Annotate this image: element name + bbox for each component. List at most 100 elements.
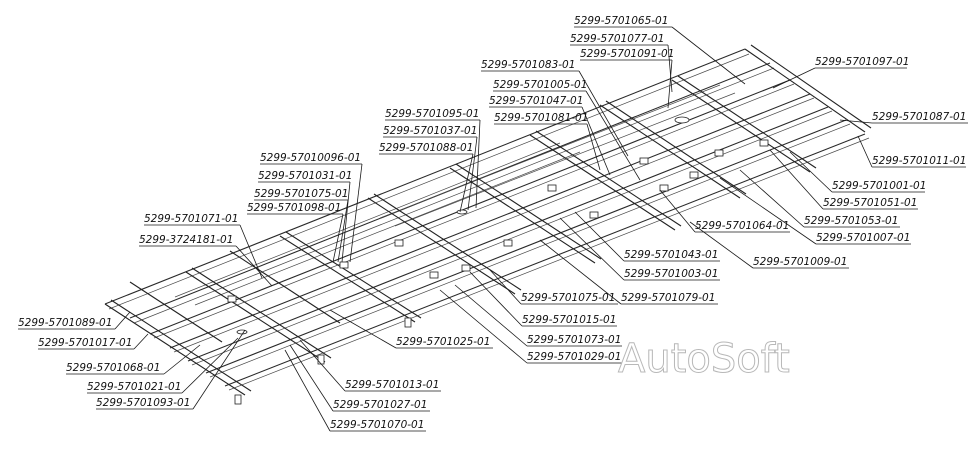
part-label: 5299-5701098-01 [247,202,341,214]
callout: 5299-5701011-01 [857,135,966,168]
part-label: 5299-5701029-01 [527,351,621,363]
part-label: 5299-5701077-01 [570,33,664,45]
callout: 5299-5701081-01 [494,112,601,171]
cross-member [185,267,332,363]
callout: 5299-5701071-01 [144,213,263,279]
part-label: 5299-5701025-01 [396,336,490,348]
part-label: 5299-5701097-01 [815,56,909,68]
callout: 5299-5701075-01 [489,269,618,305]
callout: 5299-5701091-01 [580,48,674,109]
callout: 5299-5701065-01 [574,15,746,85]
callout: 5299-5701070-01 [284,349,426,432]
callout: 5299-5701009-01 [689,221,849,269]
callout: 5299-5701025-01 [329,309,493,349]
callouts: 5299-5701065-01 5299-5701077-01 5299-570… [18,15,968,432]
callout: 5299-5701051-01 [769,149,918,210]
part-label: 5299-5701091-01 [580,48,674,60]
part-label: 5299-5701037-01 [383,125,477,137]
part-label: 5299-57010096-01 [260,152,361,164]
part-label: 5299-5701087-01 [872,111,966,123]
frame-drawing [104,44,872,405]
callout: 5299-5701007-01 [719,177,911,245]
callout: 5299-5701013-01 [299,339,441,392]
part-label: 5299-5701075-01 [254,188,348,200]
part-label: 5299-5701005-01 [493,79,587,91]
callout: 5299-5701047-01 [489,95,611,176]
part-label: 5299-5701047-01 [489,95,583,107]
callout: 5299-5701095-01 [385,108,481,209]
callout: 5299-5701077-01 [570,33,673,93]
part-label: 5299-5701079-01 [621,292,715,304]
part-label: 5299-5701073-01 [527,334,621,346]
callout: 5299-5701003-01 [559,217,720,281]
part-label: 5299-5701007-01 [816,232,910,244]
callout: 5299-5701097-01 [772,56,909,89]
part-label: 5299-5701065-01 [574,15,668,27]
part-label: 5299-5701068-01 [66,362,160,374]
callout: 5299-5701088-01 [379,142,473,213]
longitudinal-beams [104,48,870,391]
part-label: 5299-5701075-01 [521,292,615,304]
callout: 5299-5701017-01 [38,333,149,350]
part-label: 5299-5701031-01 [258,170,352,182]
cross-member [367,193,522,295]
callout: 5299-5701087-01 [839,111,968,124]
cross-member [529,130,682,231]
part-label: 5299-5701071-01 [144,213,238,225]
part-label: 5299-3724181-01 [139,234,233,246]
part-label: 5299-5701081-01 [494,112,588,124]
cross-member [129,281,223,343]
part-label: 5299-5701064-01 [695,220,789,232]
part-label: 5299-5701070-01 [330,419,424,431]
callout: 5299-5701089-01 [18,311,131,330]
callout: 5299-5701083-01 [481,59,629,157]
part-label: 5299-5701027-01 [333,399,427,411]
cross-member [449,163,602,264]
cross-member [104,299,252,396]
callout: 5299-5701015-01 [469,271,617,327]
cross-member [279,231,422,323]
cross-member [671,75,817,173]
callout: 5299-5701029-01 [439,289,622,364]
callout: 5299-5701093-01 [96,329,246,410]
part-label: 5299-5701009-01 [753,256,847,268]
callout: 5299-5701027-01 [289,344,430,412]
brackets [227,116,769,405]
cross-members [104,44,872,396]
callout: 5299-5701037-01 [383,125,477,211]
callout: 5299-5701001-01 [789,151,926,193]
part-label: 5299-5701083-01 [481,59,575,71]
callout: 5299-5701021-01 [87,337,239,394]
part-label: 5299-5701089-01 [18,317,112,329]
callout: 5299-5701079-01 [539,239,718,305]
cross-member [744,44,872,133]
callout: 5299-5701064-01 [659,189,790,233]
callout: 5299-5701005-01 [493,79,641,181]
part-label: 5299-5701015-01 [522,314,616,326]
watermark: AutoSoft [618,336,790,382]
part-label: 5299-5701013-01 [345,379,439,391]
part-label: 5299-5701095-01 [385,108,479,120]
part-label: 5299-5701017-01 [38,337,132,349]
callout: 5299-5701068-01 [66,344,201,375]
part-label: 5299-5701051-01 [823,197,917,209]
part-label: 5299-5701093-01 [96,397,190,409]
callout: 5299-57010096-01 [260,152,363,263]
part-label: 5299-5701088-01 [379,142,473,154]
cross-member [599,100,747,199]
part-label: 5299-5701001-01 [832,180,926,192]
callout: 5299-5701073-01 [454,284,622,347]
part-label: 5299-5701043-01 [624,249,718,261]
callout: 5299-5701053-01 [739,169,900,228]
callout: 5299-5701075-01 [254,188,348,263]
cross-member [229,250,341,324]
part-label: 5299-5701011-01 [872,155,966,167]
callout: 5299-5701043-01 [574,211,720,262]
callout: 5299-5701098-01 [247,202,344,263]
callout: 5299-5701031-01 [258,170,352,263]
part-label: 5299-5701003-01 [624,268,718,280]
part-label: 5299-5701021-01 [87,381,181,393]
part-label: 5299-5701053-01 [804,215,898,227]
callout: 5299-3724181-01 [139,234,273,287]
